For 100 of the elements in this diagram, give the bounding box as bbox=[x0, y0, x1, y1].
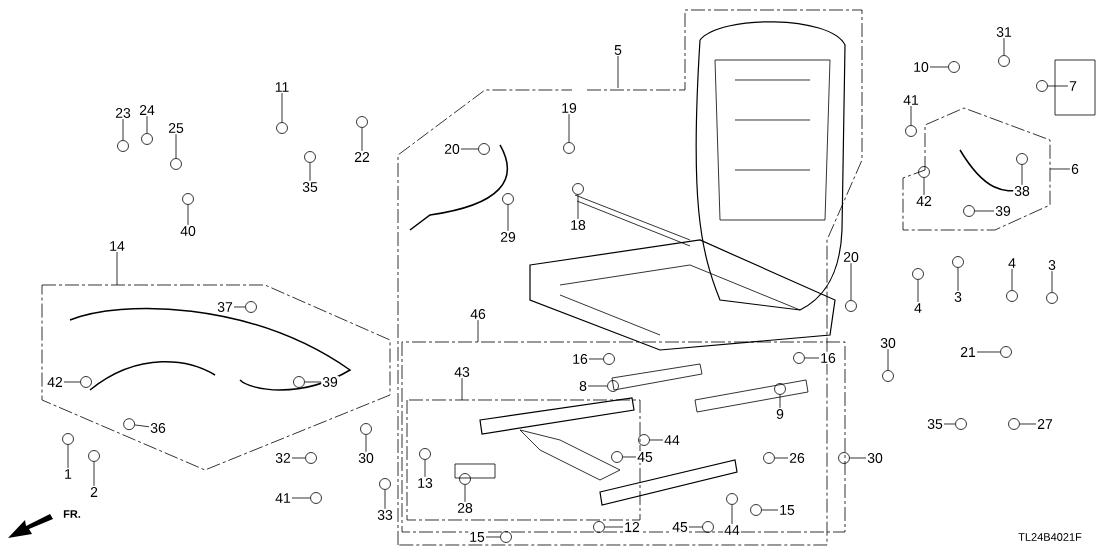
callout-number: 6 bbox=[1070, 163, 1080, 175]
part-drawing bbox=[955, 418, 967, 430]
callout-number: 24 bbox=[138, 104, 156, 116]
callout-number: 4 bbox=[913, 302, 923, 314]
leader-line bbox=[649, 439, 664, 441]
leader-line bbox=[957, 267, 959, 292]
callout-number: 41 bbox=[902, 94, 920, 106]
callout-number: 20 bbox=[842, 251, 860, 263]
callout-number: 35 bbox=[301, 181, 319, 193]
leader-line bbox=[365, 434, 367, 453]
part-drawing bbox=[500, 531, 512, 543]
part-drawing bbox=[638, 434, 650, 446]
part-drawing bbox=[459, 473, 471, 485]
leader-line bbox=[929, 66, 949, 68]
leader-line bbox=[1047, 85, 1069, 87]
callout-number: 25 bbox=[167, 122, 185, 134]
part-drawing bbox=[293, 376, 305, 388]
leader-line bbox=[507, 204, 509, 232]
callout-number: 15 bbox=[778, 504, 796, 516]
part-drawing bbox=[1000, 346, 1012, 358]
callout-number: 30 bbox=[357, 452, 375, 464]
callout-number: 42 bbox=[46, 376, 64, 388]
part-drawing bbox=[62, 433, 74, 445]
callout-number: 21 bbox=[959, 346, 977, 358]
part-drawing bbox=[593, 521, 605, 533]
leader-line bbox=[804, 357, 820, 359]
part-drawing bbox=[948, 61, 960, 73]
part-drawing bbox=[702, 521, 714, 533]
leader-line bbox=[464, 484, 466, 503]
callout-number: 46 bbox=[469, 308, 487, 320]
leader-line bbox=[424, 459, 426, 478]
callout-number: 3 bbox=[1047, 259, 1057, 271]
leader-line bbox=[976, 351, 1001, 353]
leader-line bbox=[187, 204, 189, 226]
part-code: TL24B4021F bbox=[1018, 533, 1082, 541]
part-drawing bbox=[304, 151, 316, 163]
leader-line bbox=[761, 509, 779, 511]
leader-line bbox=[175, 133, 177, 159]
part-drawing bbox=[245, 301, 257, 313]
part-drawing bbox=[1036, 80, 1048, 92]
callout-number: 43 bbox=[453, 366, 471, 378]
part-drawing bbox=[603, 353, 615, 365]
part-drawing bbox=[310, 492, 322, 504]
callout-number: 14 bbox=[108, 240, 126, 252]
part-drawing bbox=[478, 143, 490, 155]
callout-number: 4 bbox=[1007, 257, 1017, 269]
callout-number: 42 bbox=[915, 195, 933, 207]
callout-number: 35 bbox=[926, 418, 944, 430]
leader-line bbox=[1049, 168, 1071, 170]
part-drawing bbox=[845, 300, 857, 312]
callout-number: 44 bbox=[723, 524, 741, 536]
leader-line bbox=[587, 385, 608, 387]
callout-number: 23 bbox=[114, 107, 132, 119]
callout-number: 30 bbox=[866, 452, 884, 464]
part-drawing bbox=[750, 504, 762, 516]
part-drawing bbox=[356, 116, 368, 128]
part-drawing bbox=[882, 370, 894, 382]
callout-number: 27 bbox=[1036, 418, 1054, 430]
leader-line bbox=[774, 457, 789, 459]
leader-line bbox=[281, 92, 283, 123]
leader-line bbox=[309, 162, 311, 182]
part-drawing bbox=[912, 268, 924, 280]
leader-line bbox=[93, 461, 95, 487]
callout-number: 7 bbox=[1068, 80, 1078, 92]
part-drawing bbox=[305, 452, 317, 464]
leader-line bbox=[63, 381, 81, 383]
leader-line bbox=[67, 444, 69, 469]
leader-line bbox=[461, 377, 463, 401]
part-drawing bbox=[360, 423, 372, 435]
callout-number: 22 bbox=[353, 151, 371, 163]
part-drawing bbox=[419, 448, 431, 460]
callout-number: 2 bbox=[89, 486, 99, 498]
callout-number: 44 bbox=[663, 434, 681, 446]
leader-line bbox=[1019, 423, 1037, 425]
part-drawing bbox=[774, 383, 786, 395]
leader-line bbox=[604, 526, 624, 528]
leader-line bbox=[923, 177, 925, 196]
callout-number: 9 bbox=[775, 408, 785, 420]
leader-line bbox=[233, 306, 246, 308]
callout-number: 8 bbox=[578, 380, 588, 392]
leader-line bbox=[1051, 270, 1053, 293]
callout-number: 33 bbox=[376, 509, 394, 521]
callout-number: 5 bbox=[613, 44, 623, 56]
leader-line bbox=[291, 457, 306, 459]
callout-number: 13 bbox=[416, 477, 434, 489]
callout-number: 10 bbox=[912, 61, 930, 73]
callout-number: 45 bbox=[636, 451, 654, 463]
callout-number: 20 bbox=[443, 143, 461, 155]
part-drawing bbox=[1016, 153, 1028, 165]
callout-number: 40 bbox=[179, 225, 197, 237]
part-drawing bbox=[607, 380, 619, 392]
part-drawing bbox=[952, 256, 964, 268]
part-drawing bbox=[1006, 290, 1018, 302]
callout-number: 39 bbox=[994, 205, 1012, 217]
leader-line bbox=[577, 194, 579, 220]
leader-line bbox=[116, 251, 118, 286]
callout-number: 31 bbox=[995, 26, 1013, 38]
part-drawing bbox=[838, 452, 850, 464]
leader-line bbox=[887, 348, 889, 371]
part-drawing bbox=[963, 205, 975, 217]
